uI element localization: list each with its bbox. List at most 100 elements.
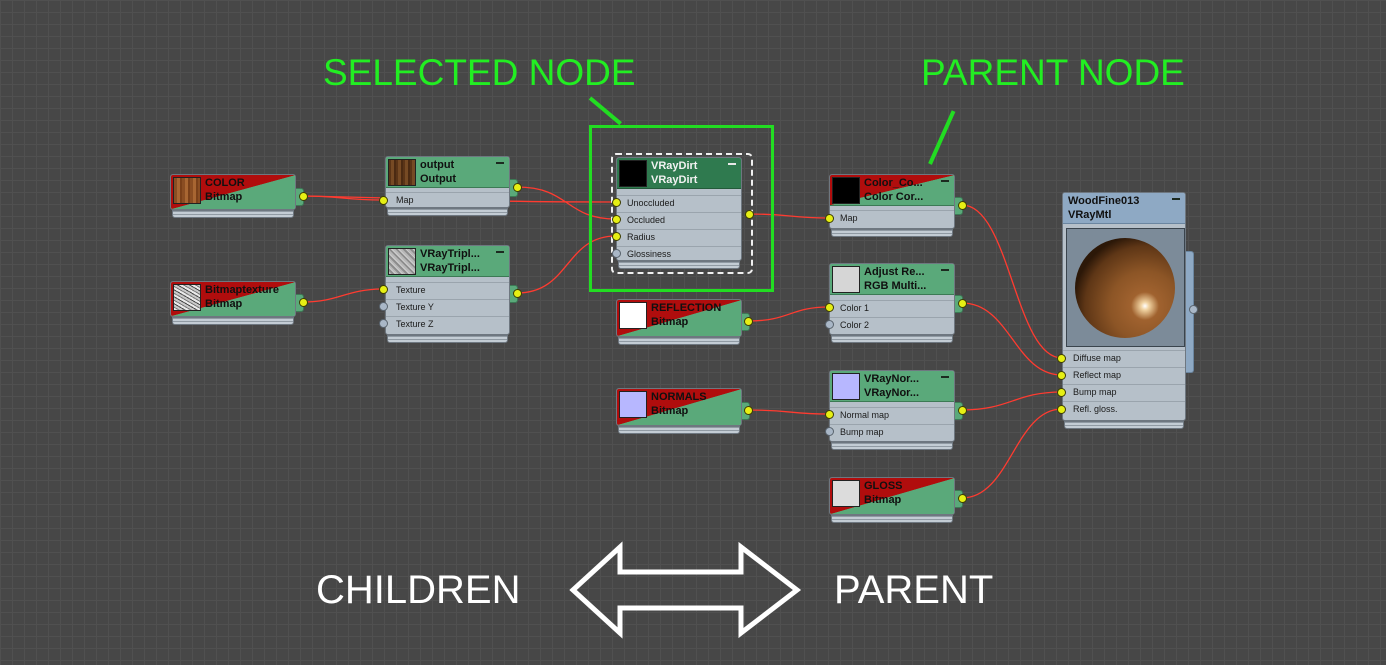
input-socket[interactable]: [825, 427, 834, 436]
slot-reflect-map[interactable]: Reflect map: [1063, 367, 1185, 385]
black-swatch: [619, 160, 647, 187]
slot-bump-map[interactable]: Bump map: [1063, 384, 1185, 402]
node-rgb-multiply[interactable]: Adjust Re... RGB Multi... Color 1 Color …: [829, 263, 955, 343]
collapse-icon[interactable]: [941, 376, 949, 378]
node-title: output: [420, 159, 455, 171]
input-socket[interactable]: [1057, 354, 1066, 363]
node-vraytriplanar[interactable]: VRayTripl... VRayTripl... Texture Textur…: [385, 245, 510, 343]
input-socket[interactable]: [379, 302, 388, 311]
output-socket[interactable]: [299, 298, 308, 307]
node-title: VRayNor...: [864, 373, 920, 385]
input-socket[interactable]: [1057, 388, 1066, 397]
slot-map[interactable]: Map: [830, 210, 954, 228]
node-title: REFLECTION: [651, 302, 722, 314]
slot-occluded[interactable]: Occluded: [617, 212, 741, 230]
output-socket[interactable]: [958, 299, 967, 308]
node-color-correction[interactable]: Color_Co... Color Cor... Map: [829, 174, 955, 237]
node-color-bitmap[interactable]: COLOR Bitmap: [170, 174, 296, 218]
collapse-icon[interactable]: [941, 180, 949, 182]
wire-rgbmult-to-reflect: [961, 302, 1063, 376]
slot-glossiness[interactable]: Glossiness: [617, 246, 741, 260]
wire-normals-to-vraynormal: [747, 409, 830, 415]
wire-color-to-output: [302, 195, 385, 201]
wood-texture-thumbnail: [388, 159, 416, 186]
node-subtitle: VRayNor...: [864, 387, 920, 399]
input-socket[interactable]: [1057, 371, 1066, 380]
slot-texture-y[interactable]: Texture Y: [386, 299, 509, 317]
selected-node-pointer: [588, 96, 622, 126]
node-title: Bitmaptexture: [205, 284, 279, 296]
input-socket[interactable]: [379, 319, 388, 328]
wood-texture-thumbnail: [173, 177, 201, 204]
node-gloss-bitmap[interactable]: GLOSS Bitmap: [829, 477, 955, 523]
node-title: VRayTripl...: [420, 248, 480, 260]
children-label: CHILDREN: [316, 568, 521, 612]
input-socket[interactable]: [1057, 405, 1066, 414]
output-socket[interactable]: [299, 192, 308, 201]
collapse-icon[interactable]: [496, 162, 504, 164]
material-sphere-icon: [1075, 238, 1175, 338]
output-socket[interactable]: [1189, 305, 1198, 314]
node-subtitle: VRayMtl: [1068, 209, 1112, 221]
input-socket[interactable]: [825, 410, 834, 419]
slot-color-2[interactable]: Color 2: [830, 317, 954, 334]
node-title: Color_Co...: [864, 177, 923, 189]
node-vraymtl-material[interactable]: WoodFine013 VRayMtl Diffuse map Reflect …: [1062, 192, 1186, 429]
output-socket[interactable]: [744, 317, 753, 326]
selection-highlight-box: [589, 125, 774, 292]
node-normals-bitmap[interactable]: NORMALS Bitmap: [616, 388, 742, 434]
wire-vraynormal-to-bump: [961, 391, 1063, 411]
collapse-icon[interactable]: [941, 269, 949, 271]
output-socket[interactable]: [958, 201, 967, 210]
noise-texture-thumbnail: [173, 284, 201, 311]
input-socket[interactable]: [379, 285, 388, 294]
node-subtitle: Color Cor...: [864, 191, 924, 203]
node-subtitle: Bitmap: [651, 316, 689, 328]
slot-unoccluded[interactable]: Unoccluded: [617, 195, 741, 213]
node-subtitle: Bitmap: [205, 298, 243, 310]
normal-swatch: [832, 373, 860, 400]
input-socket[interactable]: [825, 214, 834, 223]
output-socket[interactable]: [513, 289, 522, 298]
node-vraynormalmap[interactable]: VRayNor... VRayNor... Normal map Bump ma…: [829, 370, 955, 450]
input-socket[interactable]: [825, 303, 834, 312]
parent-node-annotation: PARENT NODE: [921, 52, 1185, 93]
output-socket[interactable]: [513, 183, 522, 192]
triplanar-texture-thumbnail: [388, 248, 416, 275]
wire-bitmaptexture-to-triplanar: [302, 288, 385, 303]
node-subtitle: VRayTripl...: [420, 262, 480, 274]
node-title: GLOSS: [864, 480, 903, 492]
node-title: COLOR: [205, 177, 245, 189]
collapse-icon[interactable]: [1172, 198, 1180, 200]
slot-diffuse-map[interactable]: Diffuse map: [1063, 350, 1185, 368]
node-output[interactable]: output Output Map: [385, 156, 510, 216]
slot-bump-map[interactable]: Bump map: [830, 424, 954, 441]
wire-reflection-to-rgbmult: [747, 306, 830, 322]
input-socket[interactable]: [379, 196, 388, 205]
node-title: WoodFine013: [1068, 195, 1140, 207]
normal-swatch: [619, 391, 647, 418]
node-subtitle: Bitmap: [651, 405, 689, 417]
output-socket[interactable]: [958, 494, 967, 503]
grey-swatch: [832, 266, 860, 293]
node-vraydirt[interactable]: VRayDirt VRayDirt Unoccluded Occluded Ra…: [616, 157, 742, 269]
slot-texture[interactable]: Texture: [386, 282, 509, 300]
collapse-icon[interactable]: [496, 251, 504, 253]
output-socket[interactable]: [958, 406, 967, 415]
slot-map[interactable]: Map: [386, 192, 509, 207]
slot-radius[interactable]: Radius: [617, 229, 741, 247]
node-title: NORMALS: [651, 391, 707, 403]
node-reflection-bitmap[interactable]: REFLECTION Bitmap: [616, 299, 742, 345]
input-socket[interactable]: [825, 320, 834, 329]
slot-color-1[interactable]: Color 1: [830, 300, 954, 318]
collapse-icon[interactable]: [728, 163, 736, 165]
wire-colorcorrection-to-diffuse: [961, 204, 1063, 359]
output-socket[interactable]: [744, 406, 753, 415]
slot-normal-map[interactable]: Normal map: [830, 407, 954, 425]
node-bitmaptexture[interactable]: Bitmaptexture Bitmap: [170, 281, 296, 325]
material-preview: [1066, 228, 1185, 347]
node-subtitle: VRayDirt: [651, 174, 698, 186]
node-subtitle: Bitmap: [205, 191, 243, 203]
slot-refl-gloss[interactable]: Refl. gloss.: [1063, 401, 1185, 419]
slot-texture-z[interactable]: Texture Z: [386, 316, 509, 334]
